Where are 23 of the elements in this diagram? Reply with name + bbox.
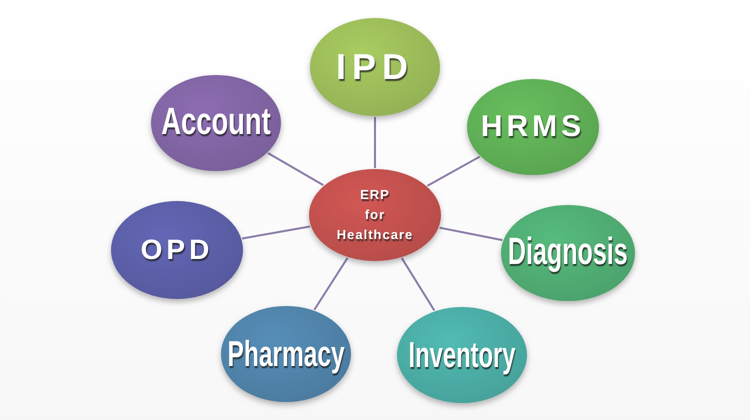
module-ellipse xyxy=(500,204,636,302)
connector-line xyxy=(268,152,324,186)
module-ellipse xyxy=(110,200,244,300)
connector-line xyxy=(439,226,503,242)
module-ellipse xyxy=(150,74,282,172)
connector-line xyxy=(242,226,310,240)
module-label: Diagnosis xyxy=(508,233,628,273)
module-label: ERP for Healthcare xyxy=(336,186,414,244)
module-label: HRMS xyxy=(480,111,586,143)
connector-line xyxy=(374,117,376,168)
module-ellipse xyxy=(466,78,600,176)
module-ellipse xyxy=(309,17,441,117)
module-ellipse xyxy=(308,168,442,262)
connector-line xyxy=(400,258,436,312)
module-ellipse xyxy=(396,306,528,404)
module-label: Account xyxy=(161,103,271,143)
module-label: Pharmacy xyxy=(228,335,345,373)
connector-line xyxy=(426,156,480,187)
module-label: Inventory xyxy=(408,336,516,374)
module-ellipse xyxy=(220,305,352,403)
module-label: IPD xyxy=(336,48,414,86)
connector-line xyxy=(314,257,348,310)
module-label: OPD xyxy=(140,235,214,265)
